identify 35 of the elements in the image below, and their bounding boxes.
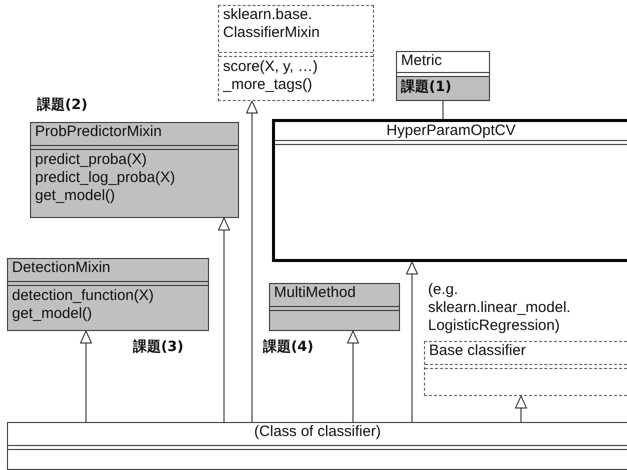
- class-name: Metric: [401, 52, 442, 69]
- example-note: (e.g. sklearn.linear_model. LogisticRegression): [428, 281, 572, 335]
- class-name: DetectionMixin: [12, 259, 110, 276]
- inheritance-arrow: [406, 262, 418, 422]
- task-label: 課題(3): [133, 338, 184, 356]
- method-name: detection_function(X): [12, 287, 155, 305]
- association-line: [442, 100, 444, 120]
- class-name: Base classifier: [429, 342, 526, 359]
- class-box: [272, 119, 627, 262]
- method-name: predict_log_proba(X): [35, 169, 176, 187]
- class-name: ProbPredictorMixin: [35, 123, 162, 140]
- task-label: 課題(1): [401, 78, 453, 96]
- class-box: [30, 122, 239, 218]
- method-name: get_model(): [12, 305, 94, 323]
- inheritance-arrow: [515, 396, 527, 422]
- method-name: _more_tags(): [223, 76, 314, 94]
- class-box: [7, 258, 209, 331]
- class-name: MultiMethod: [274, 284, 356, 301]
- class-box: [424, 341, 627, 396]
- class-name: HyperParamOptCV: [386, 122, 516, 139]
- inheritance-arrow: [218, 218, 230, 422]
- method-name: score(X, y, …): [223, 58, 319, 76]
- class-name: sklearn.base. ClassifierMixin: [223, 6, 320, 41]
- class-box: [396, 51, 490, 101]
- method-name: predict_proba(X): [35, 151, 148, 169]
- class-box: [269, 283, 400, 331]
- inheritance-arrow: [80, 330, 92, 422]
- class-box: [218, 5, 374, 101]
- class-name: (Class of classifier): [254, 423, 381, 440]
- inheritance-arrow: [347, 330, 359, 422]
- task-label: 課題(2): [37, 96, 88, 114]
- task-label: 課題(4): [263, 338, 314, 356]
- inheritance-arrow: [246, 100, 258, 422]
- method-name: get_model(): [35, 187, 116, 205]
- class-box: [7, 422, 627, 470]
